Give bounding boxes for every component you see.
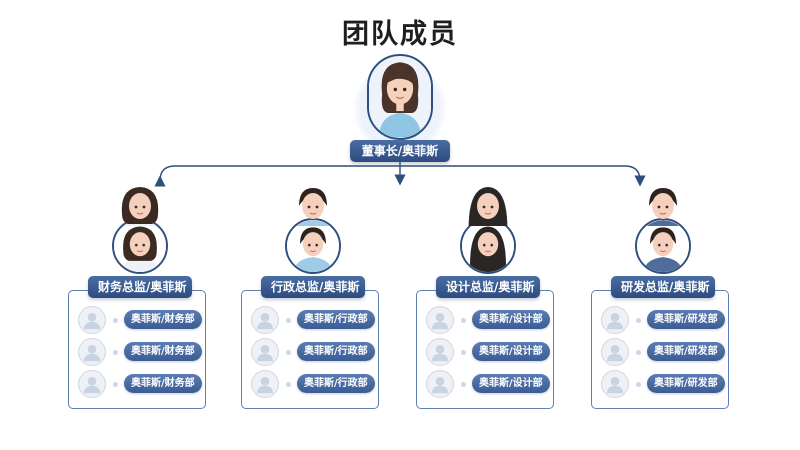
page-title: 团队成员 (342, 19, 458, 50)
dept-member-card: 奥菲斯/财务部奥菲斯/财务部奥菲斯/财务部 (68, 290, 206, 409)
person-avatar-icon (462, 220, 514, 272)
dept-head-portrait (118, 182, 162, 226)
member-bullet-dot (461, 318, 466, 323)
person-avatar-icon (287, 220, 339, 272)
member-label: 奥菲斯/行政部 (297, 374, 375, 393)
dept-head-label: 财务总监/奥菲斯 (88, 276, 192, 298)
user-placeholder-icon (251, 338, 279, 366)
member-row: 奥菲斯/设计部 (417, 369, 553, 399)
person-portrait-icon (297, 188, 329, 226)
member-label: 奥菲斯/研发部 (647, 310, 725, 329)
member-label: 奥菲斯/财务部 (124, 342, 202, 361)
woman-avatar-icon (369, 56, 431, 138)
member-row: 奥菲斯/财务部 (69, 337, 205, 367)
member-bullet-dot (113, 382, 118, 387)
user-placeholder-icon (426, 370, 454, 398)
member-label: 奥菲斯/设计部 (472, 310, 550, 329)
root-avatar (367, 54, 433, 140)
member-label: 奥菲斯/设计部 (472, 374, 550, 393)
dept-head-portrait (466, 182, 510, 226)
person-portrait-icon (468, 187, 508, 226)
user-placeholder-icon (601, 306, 629, 334)
dept-head-label: 行政总监/奥菲斯 (261, 276, 365, 298)
member-row: 奥菲斯/研发部 (592, 337, 728, 367)
member-bullet-dot (461, 382, 466, 387)
dept-member-card: 奥菲斯/行政部奥菲斯/行政部奥菲斯/行政部 (241, 290, 379, 409)
member-label: 奥菲斯/研发部 (647, 374, 725, 393)
member-bullet-dot (286, 382, 291, 387)
member-label: 奥菲斯/设计部 (472, 342, 550, 361)
member-row: 奥菲斯/研发部 (592, 305, 728, 335)
person-avatar-icon (637, 220, 689, 272)
member-row: 奥菲斯/财务部 (69, 305, 205, 335)
person-portrait-icon (121, 187, 159, 226)
dept-head-avatar (112, 218, 168, 274)
person-portrait-icon (647, 188, 679, 226)
member-bullet-dot (636, 382, 641, 387)
member-bullet-dot (113, 350, 118, 355)
member-label: 奥菲斯/财务部 (124, 374, 202, 393)
member-row: 奥菲斯/研发部 (592, 369, 728, 399)
dept-head-avatar (285, 218, 341, 274)
member-bullet-dot (286, 350, 291, 355)
member-row: 奥菲斯/设计部 (417, 337, 553, 367)
member-label: 奥菲斯/行政部 (297, 342, 375, 361)
dept-head-avatar (635, 218, 691, 274)
user-placeholder-icon (251, 370, 279, 398)
user-placeholder-icon (601, 338, 629, 366)
connector-branch-line (154, 165, 646, 187)
member-row: 奥菲斯/财务部 (69, 369, 205, 399)
member-row: 奥菲斯/设计部 (417, 305, 553, 335)
member-row: 奥菲斯/行政部 (242, 369, 378, 399)
member-bullet-dot (461, 350, 466, 355)
user-placeholder-icon (601, 370, 629, 398)
member-bullet-dot (286, 318, 291, 323)
member-bullet-dot (636, 318, 641, 323)
member-row: 奥菲斯/行政部 (242, 337, 378, 367)
user-placeholder-icon (78, 370, 106, 398)
dept-head-label: 研发总监/奥菲斯 (611, 276, 715, 298)
user-placeholder-icon (426, 306, 454, 334)
dept-head-avatar (460, 218, 516, 274)
member-bullet-dot (113, 318, 118, 323)
user-placeholder-icon (251, 306, 279, 334)
user-placeholder-icon (78, 338, 106, 366)
person-avatar-icon (114, 220, 166, 272)
root-role-label: 董事长/奥菲斯 (350, 140, 450, 162)
member-row: 奥菲斯/行政部 (242, 305, 378, 335)
member-label: 奥菲斯/研发部 (647, 342, 725, 361)
dept-member-card: 奥菲斯/研发部奥菲斯/研发部奥菲斯/研发部 (591, 290, 729, 409)
member-label: 奥菲斯/财务部 (124, 310, 202, 329)
dept-head-label: 设计总监/奥菲斯 (436, 276, 540, 298)
member-bullet-dot (636, 350, 641, 355)
user-placeholder-icon (426, 338, 454, 366)
user-placeholder-icon (78, 306, 106, 334)
member-label: 奥菲斯/行政部 (297, 310, 375, 329)
dept-member-card: 奥菲斯/设计部奥菲斯/设计部奥菲斯/设计部 (416, 290, 554, 409)
dept-head-portrait (641, 182, 685, 226)
dept-head-portrait (291, 182, 335, 226)
